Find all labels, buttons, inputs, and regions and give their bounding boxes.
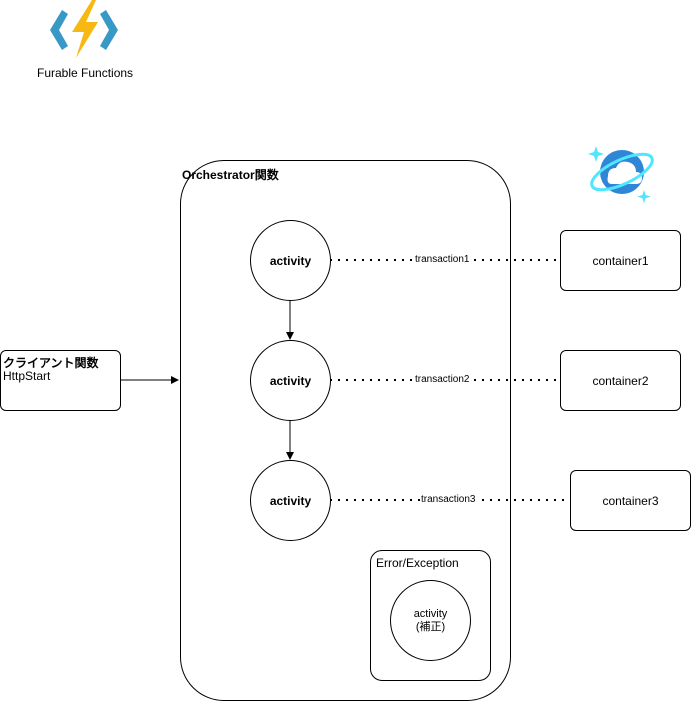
compensation-activity-sublabel: (補正) bbox=[415, 620, 446, 633]
activity-node-3: activity bbox=[250, 460, 331, 541]
error-exception-title: Error/Exception bbox=[376, 556, 459, 570]
compensation-activity-node: activity (補正) bbox=[390, 580, 471, 661]
cosmos-db-icon bbox=[586, 138, 658, 208]
container-box-1: container1 bbox=[560, 230, 681, 291]
container-box-2: container2 bbox=[560, 350, 681, 411]
client-function-box: クライアント関数 HttpStart bbox=[0, 350, 121, 411]
transaction-label-3: transaction3 bbox=[420, 494, 477, 506]
logo-caption: Furable Functions bbox=[37, 66, 134, 80]
azure-functions-icon bbox=[48, 0, 120, 60]
transaction-label-1: transaction1 bbox=[414, 254, 471, 266]
compensation-activity-label: activity bbox=[413, 607, 448, 620]
container-label: container3 bbox=[602, 493, 659, 508]
client-function-title: クライアント関数 bbox=[3, 356, 99, 370]
activity-node-2: activity bbox=[250, 340, 331, 421]
activity-node-1: activity bbox=[250, 220, 331, 301]
transaction-label-2: transaction2 bbox=[414, 374, 471, 386]
client-function-subtitle: HttpStart bbox=[3, 369, 51, 383]
container-label: container2 bbox=[592, 373, 649, 388]
container-box-3: container3 bbox=[570, 470, 691, 531]
orchestrator-title: Orchestrator関数 bbox=[182, 168, 279, 182]
container-label: container1 bbox=[592, 253, 649, 268]
activity-label: activity bbox=[269, 253, 312, 268]
activity-label: activity bbox=[269, 373, 312, 388]
activity-label: activity bbox=[269, 493, 312, 508]
